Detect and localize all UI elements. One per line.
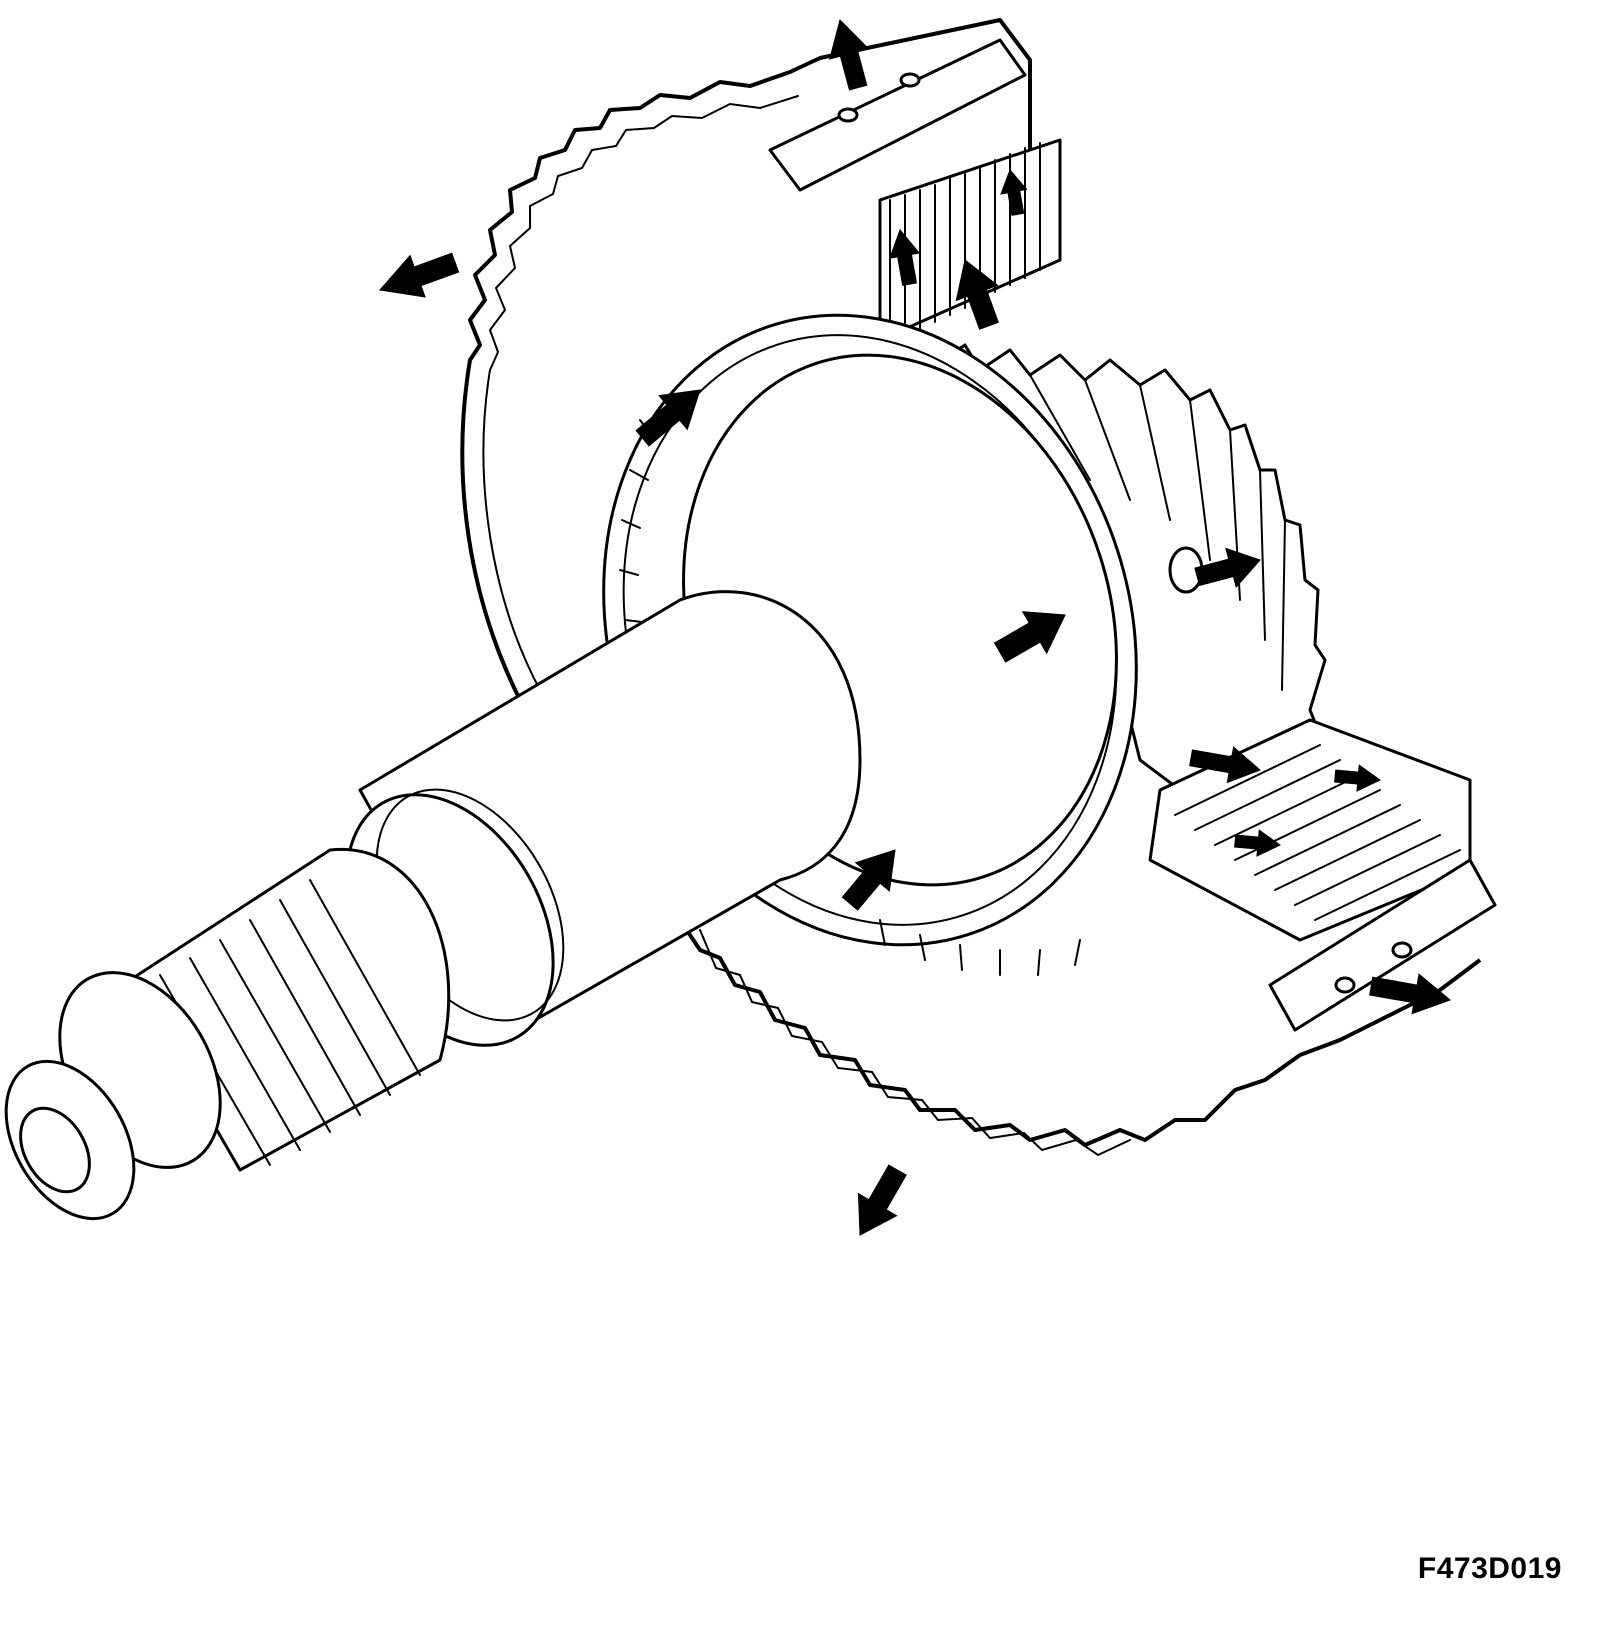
flow-arrow-icon bbox=[993, 611, 1066, 663]
clutch-drum-housing bbox=[460, 18, 1482, 1157]
flow-arrow-icon bbox=[1000, 169, 1028, 216]
flow-arrow-icon bbox=[1334, 764, 1381, 792]
flow-arrow-icon bbox=[379, 252, 460, 298]
flow-arrow-icon bbox=[888, 229, 921, 286]
flow-arrow-icon bbox=[1194, 547, 1261, 589]
flow-arrow-icon bbox=[635, 389, 701, 447]
flow-arrow-icon bbox=[1189, 746, 1261, 784]
retaining-ring-bottom bbox=[1268, 858, 1497, 1032]
flow-arrows bbox=[379, 19, 1451, 1236]
flow-arrow-icon bbox=[829, 19, 870, 91]
flow-arrow-icon bbox=[841, 849, 896, 911]
flow-arrow-icon bbox=[1234, 829, 1281, 857]
figure-id-label: F473D019 bbox=[1417, 1552, 1562, 1585]
shaft bbox=[4, 590, 862, 1221]
flow-arrow-icon bbox=[955, 259, 999, 330]
retaining-ring-top bbox=[768, 38, 1027, 192]
flow-arrow-icon bbox=[857, 1164, 907, 1236]
flow-arrow-icon bbox=[1369, 973, 1451, 1015]
